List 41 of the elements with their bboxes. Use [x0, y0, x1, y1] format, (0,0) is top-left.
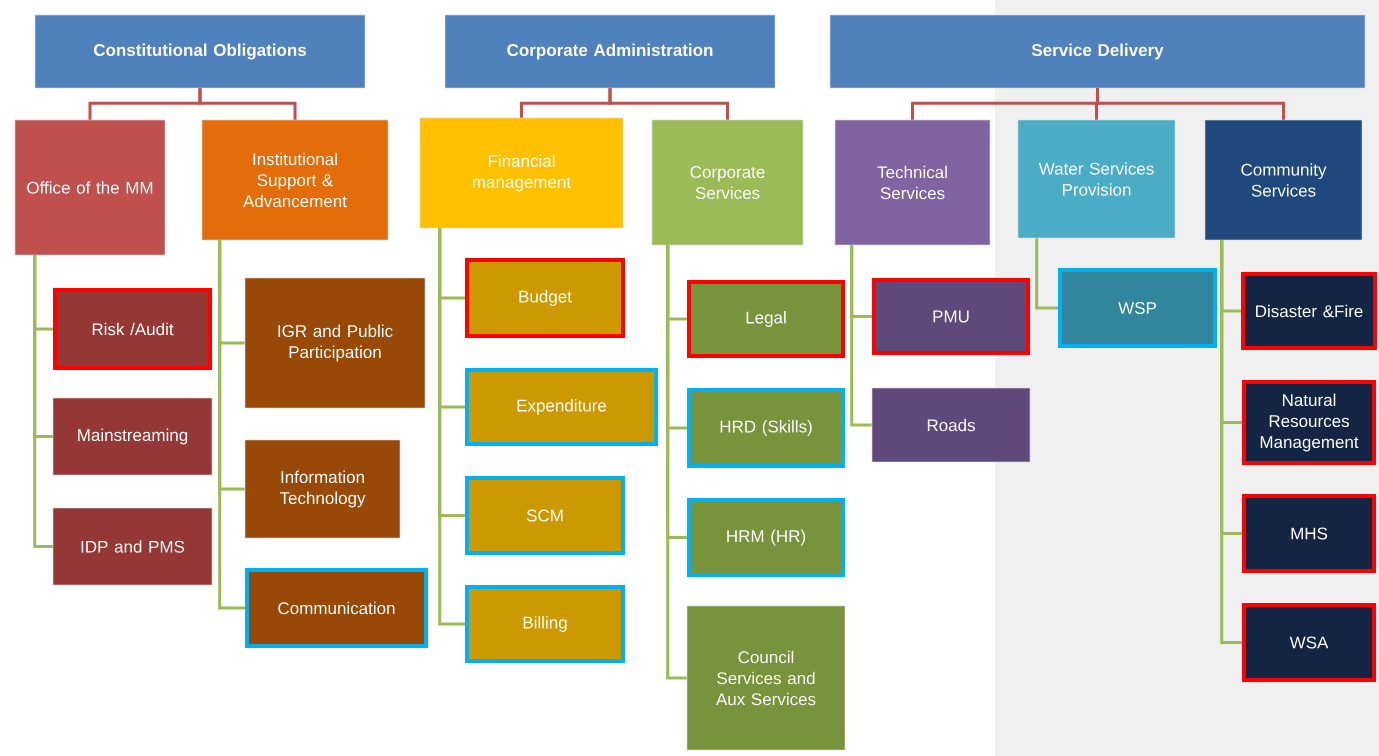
connector-line — [1035, 238, 1058, 310]
connector-line — [438, 228, 465, 626]
unit-box: Disaster &Fire — [1241, 272, 1377, 350]
department-box: Corporate Services — [651, 119, 804, 246]
department-box: Institutional Support & Advancement — [201, 119, 389, 241]
unit-box: Council Services and Aux Services — [686, 605, 846, 751]
unit-box: WSP — [1058, 268, 1217, 348]
unit-box: SCM — [465, 476, 625, 555]
unit-box: IGR and Public Participation — [244, 277, 426, 409]
unit-box: Natural Resources Management — [1242, 380, 1376, 465]
header-box: Corporate Administration — [444, 14, 776, 89]
connector-line — [1220, 240, 1242, 644]
connector-line — [666, 245, 687, 680]
department-box: Technical Services — [834, 119, 991, 246]
unit-box: Information Technology — [244, 439, 401, 539]
department-box: Financial management — [419, 117, 624, 229]
unit-box: Legal — [687, 280, 845, 358]
unit-box: Expenditure — [465, 368, 658, 446]
unit-box: Mainstreaming — [52, 397, 213, 476]
unit-box: Budget — [465, 258, 625, 338]
unit-box: HRM (HR) — [687, 498, 845, 577]
unit-box: IDP and PMS — [52, 507, 213, 586]
unit-box: PMU — [872, 278, 1030, 355]
header-box: Constitutional Obligations — [34, 14, 366, 89]
header-box: Service Delivery — [829, 14, 1366, 89]
department-box: Community Services — [1204, 119, 1363, 241]
connector-line — [33, 255, 53, 548]
unit-box: MHS — [1242, 494, 1376, 573]
connector-line — [198, 88, 297, 120]
unit-box: Roads — [871, 387, 1031, 463]
department-box: Office of the MM — [14, 119, 166, 256]
unit-box: HRD (Skills) — [687, 388, 845, 468]
unit-box: Communication — [245, 568, 428, 648]
connector-line — [218, 240, 245, 610]
unit-box: WSA — [1242, 603, 1376, 682]
department-box: Water Services Provision — [1017, 119, 1176, 239]
connector-line — [850, 245, 872, 427]
unit-box: Risk /Audit — [53, 288, 212, 370]
connector-line — [608, 88, 729, 120]
connector-line — [1096, 88, 1285, 120]
unit-box: Billing — [465, 585, 625, 663]
